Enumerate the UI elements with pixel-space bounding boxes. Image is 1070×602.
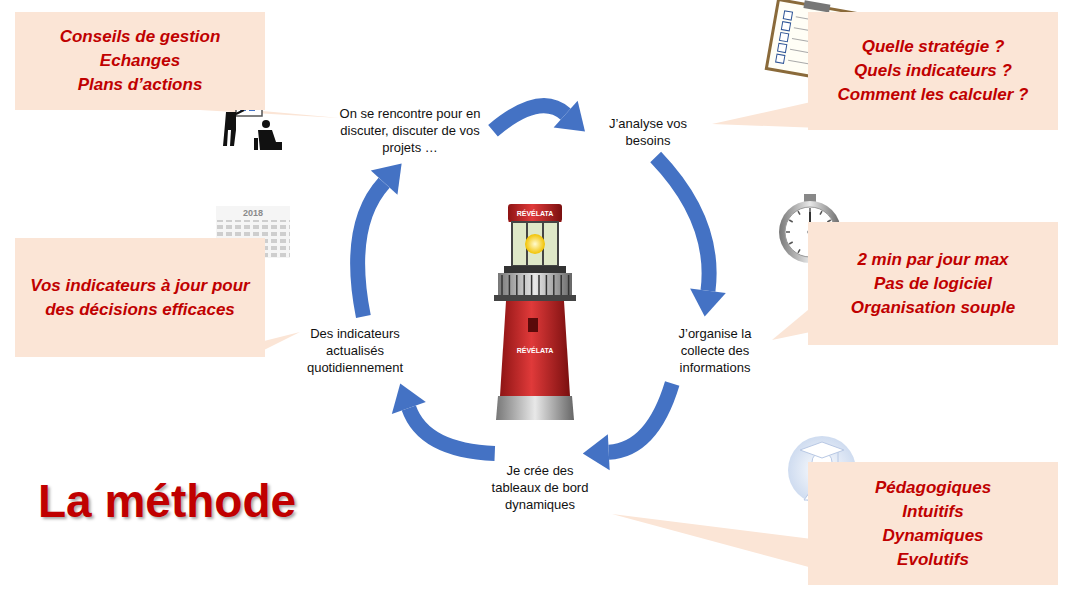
step-text: Je crée des tableaux de bord dynamiques — [483, 462, 598, 513]
callout-tail — [200, 110, 340, 118]
step-label: Je crée des tableaux de bord dynamiques — [483, 462, 598, 513]
cycle-arrow — [392, 384, 495, 454]
lighthouse-brand: RÉVÉLATA — [517, 210, 554, 217]
step-text: Des indicateurs actualisés quotidienneme… — [290, 325, 420, 376]
callout-text: Conseils de gestion — [60, 25, 221, 49]
callout-box: Quelle stratégie ?Quels indicateurs ?Com… — [808, 12, 1058, 130]
step-label: Des indicateurs actualisés quotidienneme… — [290, 325, 420, 376]
diagram-title: La méthode — [38, 474, 296, 528]
callout-text: Pédagogiques — [875, 476, 991, 500]
callout-box: PédagogiquesIntuitifsDynamiquesEvolutifs — [808, 462, 1058, 585]
step-text: J’organise la collecte des informations — [660, 325, 770, 376]
cycle-arrow — [656, 157, 726, 317]
cycle-arrow — [493, 101, 585, 132]
lighthouse — [494, 204, 576, 420]
cycle-arrow — [583, 384, 672, 471]
step-text: On se rencontre pour en discuter, discut… — [335, 105, 485, 156]
callout-box: Vos indicateurs à jour pour des décision… — [15, 238, 265, 357]
callout-box: 2 min par jour maxPas de logicielOrganis… — [808, 222, 1058, 345]
callout-text: Quels indicateurs ? — [854, 59, 1012, 83]
step-label: J’analyse vos besoins — [593, 115, 703, 149]
callout-text: Intuitifs — [902, 500, 963, 524]
callout-text: Comment les calculer ? — [838, 83, 1029, 107]
step-label: J’organise la collecte des informations — [660, 325, 770, 376]
step-text: J’analyse vos besoins — [593, 115, 703, 149]
callout-text: Echanges — [100, 49, 180, 73]
step-label: On se rencontre pour en discuter, discut… — [335, 105, 485, 156]
callout-text: Organisation souple — [851, 296, 1015, 320]
callout-tail — [612, 514, 820, 570]
calendar-year: 2018 — [243, 208, 263, 218]
callout-box: Conseils de gestionEchangesPlans d’actio… — [15, 12, 265, 110]
callout-text: Plans d’actions — [78, 73, 203, 97]
callout-text: 2 min par jour max — [857, 248, 1008, 272]
callout-tail — [712, 100, 820, 128]
callout-text: Quelle stratégie ? — [862, 35, 1005, 59]
callout-text: Dynamiques — [882, 524, 983, 548]
callout-text: Pas de logiciel — [874, 272, 992, 296]
callout-text: Evolutifs — [897, 548, 969, 572]
cycle-arrow — [358, 164, 402, 317]
callout-text: Vos indicateurs à jour pour des décision… — [27, 274, 253, 322]
lighthouse-brand: RÉVÉLATA — [517, 347, 554, 354]
